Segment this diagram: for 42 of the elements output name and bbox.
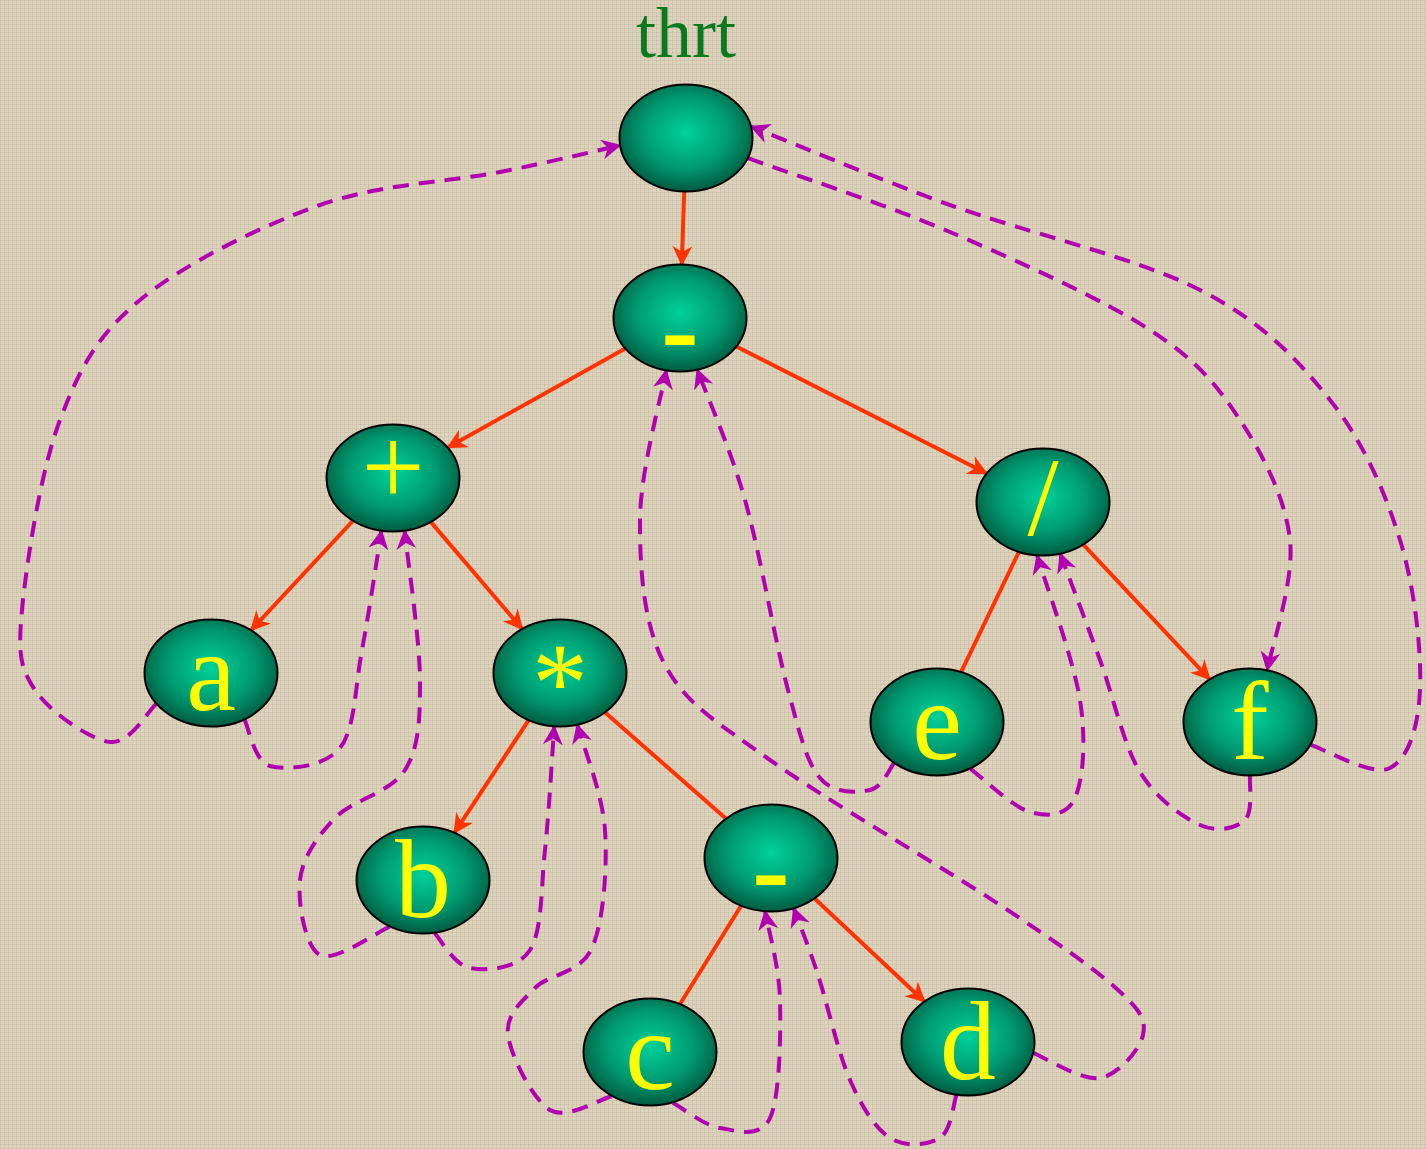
tree-node [1182, 667, 1318, 777]
node-symbol: - [751, 813, 791, 925]
node-symbol: / [1026, 441, 1060, 553]
thread-arrow [505, 723, 613, 1115]
tree-node [325, 423, 461, 533]
tree-node [869, 667, 1005, 777]
tree-node [143, 618, 279, 728]
tree-arrow [446, 346, 626, 450]
node-symbol: - [660, 273, 700, 385]
tree-node [612, 263, 748, 373]
node-symbol: * [531, 626, 589, 738]
tree-arrow [452, 719, 531, 835]
tree-node [900, 987, 1036, 1097]
tree-arrow [429, 521, 524, 631]
tree-node [492, 618, 628, 728]
node-symbol: a [185, 616, 237, 728]
node-heading: thrt [635, 0, 737, 69]
node-symbol: b [394, 823, 452, 935]
tree-arrow [249, 519, 355, 632]
tree-arrow [672, 191, 693, 266]
tree-arrow [735, 344, 988, 476]
tree-link [604, 711, 727, 820]
tree-arrow [813, 897, 926, 1003]
node-symbol: f [1230, 665, 1270, 777]
thread-arrow [747, 156, 1293, 672]
thread-arrow [297, 529, 422, 959]
node-symbol: d [939, 985, 997, 1097]
thread-arrow [1057, 552, 1253, 832]
node-symbol: c [624, 995, 676, 1107]
node-symbol: e [911, 665, 963, 777]
thread-arrow [242, 529, 389, 770]
tree-link [678, 905, 743, 1005]
thread-arrow [790, 906, 959, 1147]
tree-node [703, 803, 839, 913]
node-symbol: + [360, 411, 426, 523]
thread-arrow [694, 368, 896, 794]
thread-arrow [638, 368, 1146, 1081]
tree-node [355, 825, 491, 935]
tree-link [959, 551, 1021, 673]
tree-node [582, 997, 718, 1107]
tree-arrow [1082, 543, 1211, 681]
tree-node [975, 447, 1111, 557]
